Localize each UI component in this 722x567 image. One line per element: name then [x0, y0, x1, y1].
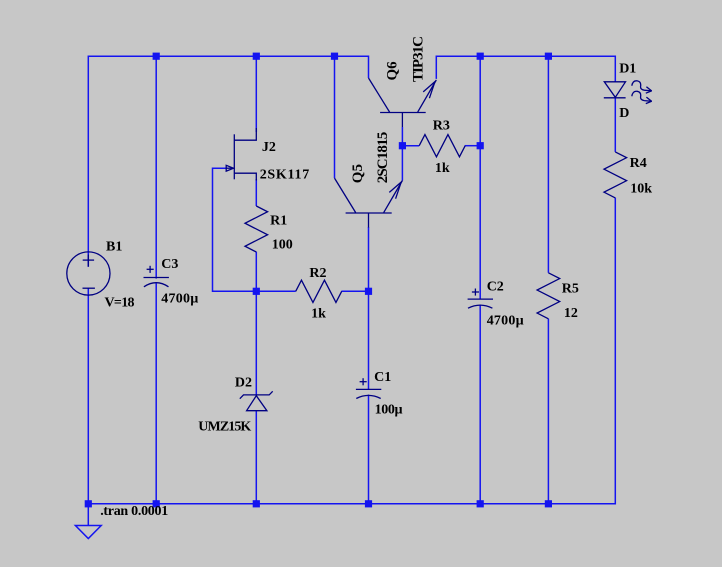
svg-text:UMZ15K: UMZ15K	[198, 419, 251, 434]
svg-text:R3: R3	[433, 119, 450, 134]
svg-text:100µ: 100µ	[375, 403, 403, 418]
svg-text:Q6: Q6	[384, 61, 400, 81]
svg-text:B1: B1	[106, 240, 122, 255]
svg-text:100: 100	[272, 237, 293, 252]
svg-text:10k: 10k	[630, 182, 652, 197]
svg-text:D: D	[619, 106, 629, 121]
svg-text:4700µ: 4700µ	[487, 314, 524, 329]
svg-text:C3: C3	[161, 257, 178, 272]
svg-text:4700µ: 4700µ	[161, 292, 198, 307]
svg-text:D1: D1	[619, 62, 636, 77]
svg-text:1k: 1k	[435, 161, 450, 176]
svg-text:.tran 0.0001: .tran 0.0001	[100, 504, 168, 519]
svg-text:J2: J2	[262, 140, 276, 155]
svg-text:R2: R2	[309, 266, 326, 281]
svg-text:C1: C1	[374, 370, 391, 385]
svg-text:C2: C2	[487, 279, 504, 294]
svg-text:R1: R1	[270, 213, 287, 228]
svg-text:1k: 1k	[311, 307, 326, 322]
svg-text:TIP31C: TIP31C	[411, 36, 427, 82]
svg-text:2SC1815: 2SC1815	[375, 132, 391, 184]
svg-text:V=18: V=18	[105, 295, 135, 310]
svg-text:Q5: Q5	[350, 164, 366, 183]
svg-text:2SK117: 2SK117	[260, 167, 310, 182]
svg-text:12: 12	[564, 306, 578, 321]
svg-text:D2: D2	[235, 375, 252, 390]
svg-text:R4: R4	[630, 156, 647, 171]
svg-text:R5: R5	[562, 281, 579, 296]
